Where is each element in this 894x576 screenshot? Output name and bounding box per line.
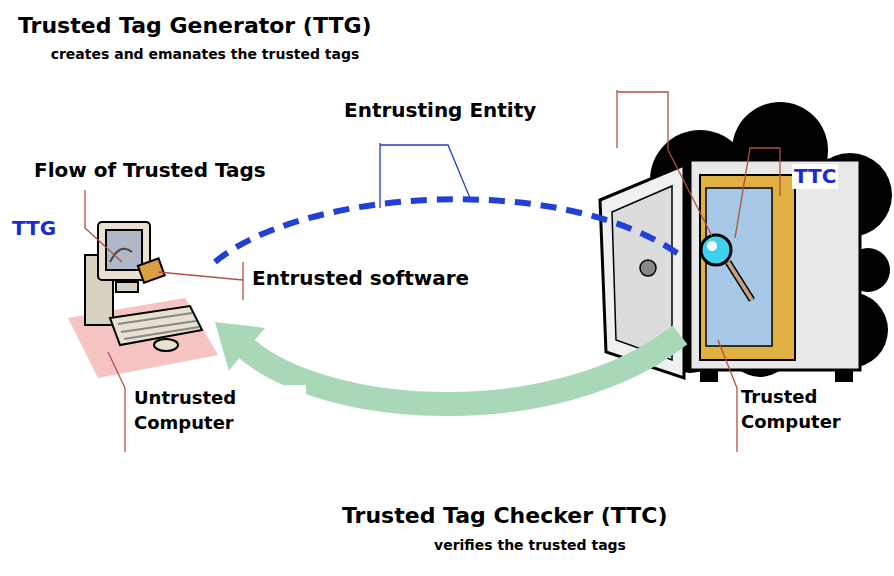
callout-label: Entrusting Entity: [342, 98, 538, 123]
diagram-title: Trusted Tag Generator (TTG): [16, 12, 374, 40]
leader-lines: [85, 90, 780, 452]
connector-path: [215, 199, 680, 262]
safe-illustration: [600, 102, 892, 382]
caption-subtitle: verifies the trusted tags: [432, 537, 628, 555]
caption-heading: Trusted Tag Checker (TTC): [340, 502, 669, 530]
computer-node: Untrusted Computer: [80, 215, 215, 355]
connector-path: [245, 335, 680, 404]
computer-illustration: [85, 222, 202, 351]
subtitle: creates and emanates the trusted tags: [49, 46, 362, 64]
computer-node: Trusted Computer: [680, 150, 885, 380]
acronym-label: TTG: [10, 216, 58, 241]
acronym-label: TTC: [792, 164, 838, 189]
node-label: Trusted Computer: [739, 384, 888, 434]
tag-flow-line: [215, 199, 680, 262]
callout-label: Entrusted software: [250, 266, 471, 291]
node-label: Untrusted Computer: [132, 385, 306, 435]
callout-label: Flow of Trusted Tags: [32, 158, 268, 183]
arrow-head: [215, 322, 265, 371]
